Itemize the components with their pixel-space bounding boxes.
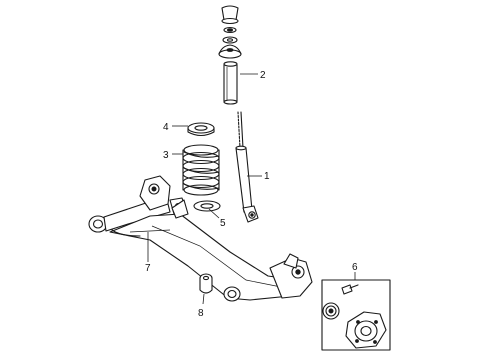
shock-absorber-part: [235, 111, 259, 223]
dust-boot-part: [223, 61, 238, 105]
lower-spring-insulator-part: [193, 200, 221, 212]
callout-6: 6: [352, 262, 358, 273]
upper-mount-hardware: [218, 5, 242, 59]
rear-axle-beam-part: [88, 175, 313, 302]
leader-lines: [147, 73, 356, 305]
callout-labels: 1 2 3 4 5 6 7 8: [145, 70, 358, 319]
coil-spring-part: [182, 144, 220, 196]
callout-1: 1: [264, 171, 270, 182]
callout-3: 3: [163, 150, 169, 161]
callout-5: 5: [220, 218, 226, 229]
upper-spring-insulator-part: [187, 122, 215, 137]
axle-bushing-part: [199, 273, 213, 294]
callout-8: 8: [198, 308, 204, 319]
callout-2: 2: [260, 70, 266, 81]
callout-4: 4: [163, 122, 169, 133]
hub-bearing-part: [321, 279, 391, 351]
callout-7: 7: [145, 263, 151, 274]
